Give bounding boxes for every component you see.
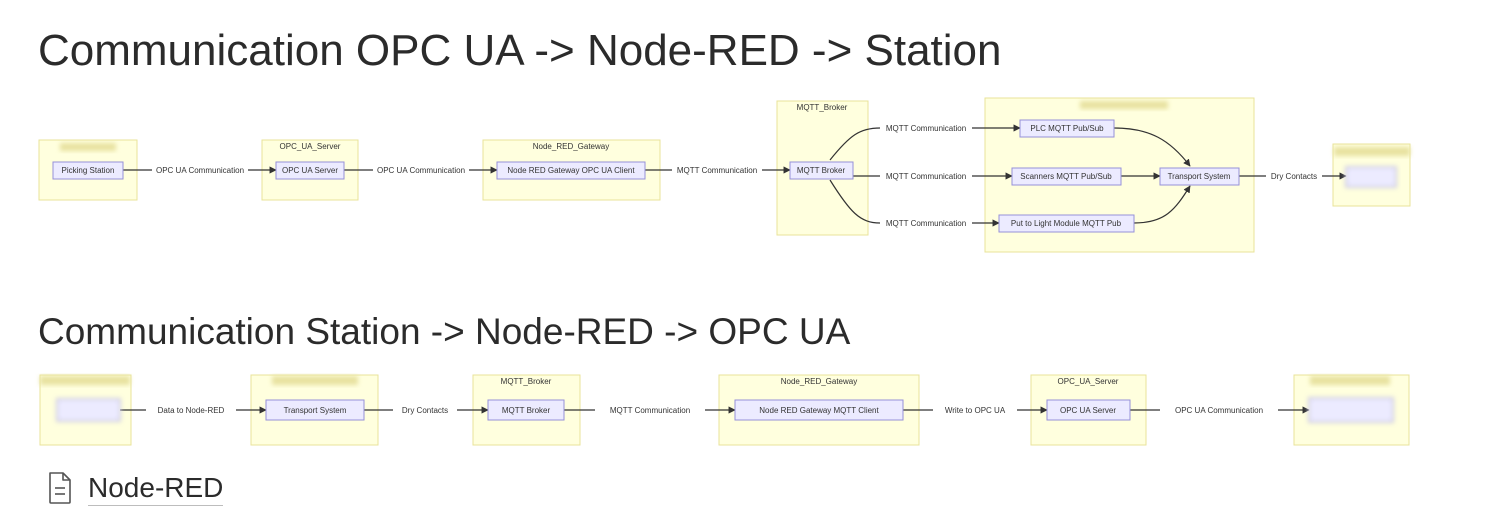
svg-text:Node_RED_Gateway: Node_RED_Gateway [781,377,857,386]
edge-label-e1: Data to Node-RED [146,404,236,416]
svg-text:OPC UA Server: OPC UA Server [1060,406,1116,415]
edge-label-e7: Dry Contacts [1266,171,1322,182]
edge-broker-to-plc [829,124,1021,161]
edge-label-e3: MQTT Communication [595,404,705,416]
node-picking-station-redacted [1308,397,1394,423]
node-gateway-opc-client: Node RED Gateway OPC UA Client [496,161,646,180]
node-external-redacted [1345,166,1397,188]
svg-text:Data to Node-RED: Data to Node-RED [158,406,225,415]
svg-text:Transport System: Transport System [284,406,347,415]
svg-text:MQTT Communication: MQTT Communication [886,124,966,133]
edge-ptl-to-transport [1133,185,1191,224]
edge-label-e1: OPC UA Communication [152,165,248,176]
page-link-label: Node-RED [88,471,224,506]
node-mqtt-broker: MQTT Broker [487,399,565,421]
svg-text:MQTT_Broker: MQTT_Broker [501,377,552,386]
svg-text:OPC UA Communication: OPC UA Communication [377,166,465,175]
heading-station-to-opc: Communication Station -> Node-RED -> OPC… [38,311,851,352]
edge-label-e2: Dry Contacts [393,404,457,416]
svg-text:Node RED Gateway OPC UA Client: Node RED Gateway OPC UA Client [507,166,635,175]
svg-text:MQTT Communication: MQTT Communication [610,406,690,415]
svg-text:Node RED Gateway MQTT Client: Node RED Gateway MQTT Client [759,406,879,415]
node-scanners: Scanners MQTT Pub/Sub [1011,167,1122,186]
edge-label-e4: Write to OPC UA [933,404,1017,416]
svg-text:MQTT Broker: MQTT Broker [797,166,846,175]
node-external-redacted [56,398,121,422]
svg-text:Scanners MQTT Pub/Sub: Scanners MQTT Pub/Sub [1020,172,1112,181]
edge-label-e4: MQTT Communication [880,123,972,134]
svg-text:OPC UA Communication: OPC UA Communication [156,166,244,175]
svg-text:OPC UA Communication: OPC UA Communication [1175,406,1263,415]
node-transport-system: Transport System [1159,167,1240,186]
svg-text:MQTT Communication: MQTT Communication [886,172,966,181]
svg-text:Put to Light Module MQTT Pub: Put to Light Module MQTT Pub [1011,219,1122,228]
svg-text:OPC_UA_Server: OPC_UA_Server [1058,377,1119,386]
edge-plc-to-transport [1113,127,1191,167]
edge-label-e2: OPC UA Communication [373,165,469,176]
diagram-station-to-opc: MQTT_Broker Node_RED_Gateway OPC_UA_Serv… [39,374,1410,446]
node-plc: PLC MQTT Pub/Sub [1019,119,1115,138]
svg-text:PLC MQTT Pub/Sub: PLC MQTT Pub/Sub [1030,124,1104,133]
heading-opc-to-station: Communication OPC UA -> Node-RED -> Stat… [38,26,1002,75]
node-picking-station: Picking Station [52,161,124,180]
node-mqtt-broker: MQTT Broker [789,161,854,180]
node-opc-ua-server: OPC UA Server [1046,399,1131,421]
diagram-opc-to-station: OPC_UA_Server Node_RED_Gateway MQTT_Brok… [38,97,1411,253]
svg-text:MQTT Broker: MQTT Broker [502,406,551,415]
edge-broker-to-ptl [829,179,1000,227]
node-transport-system: Transport System [265,399,365,421]
edge-label-e5: OPC UA Communication [1160,404,1278,416]
svg-text:Dry Contacts: Dry Contacts [402,406,448,415]
svg-text:Node_RED_Gateway: Node_RED_Gateway [533,142,609,151]
edge-label-e6: MQTT Communication [880,218,972,229]
svg-text:Transport System: Transport System [1168,172,1231,181]
page-link-node-red[interactable]: Node-RED [46,470,224,506]
svg-text:Picking Station: Picking Station [62,166,115,175]
node-put-to-light: Put to Light Module MQTT Pub [998,214,1135,233]
edge-label-e5: MQTT Communication [880,171,972,182]
svg-text:OPC_UA_Server: OPC_UA_Server [280,142,341,151]
node-gateway-mqtt-client: Node RED Gateway MQTT Client [734,399,904,421]
svg-text:Dry Contacts: Dry Contacts [1271,172,1317,181]
edge-label-e3: MQTT Communication [672,165,762,176]
svg-text:MQTT Communication: MQTT Communication [677,166,757,175]
svg-text:Write to OPC UA: Write to OPC UA [945,406,1006,415]
svg-text:MQTT Communication: MQTT Communication [886,219,966,228]
svg-text:OPC UA Server: OPC UA Server [282,166,338,175]
svg-text:MQTT_Broker: MQTT_Broker [797,103,848,112]
document-icon [46,470,74,506]
node-opc-ua-server: OPC UA Server [275,161,345,180]
